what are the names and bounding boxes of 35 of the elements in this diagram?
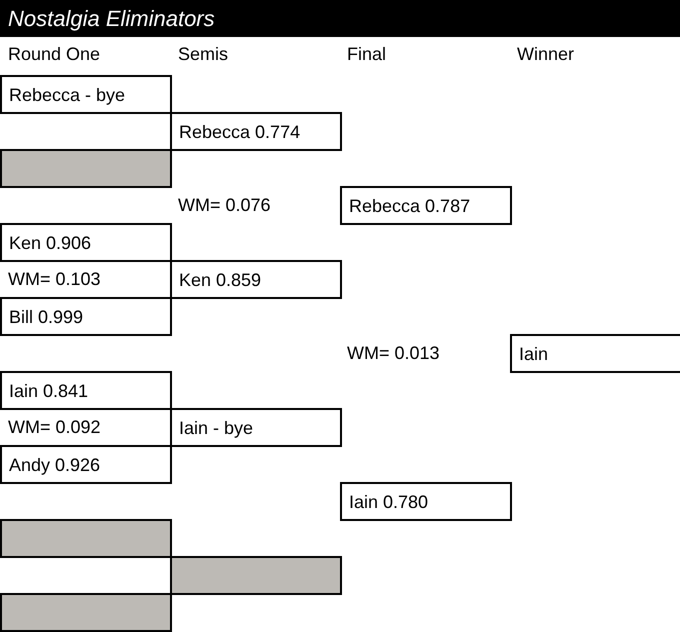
competitor-result: Ken 0.859 bbox=[179, 270, 262, 291]
competitor-result: Iain bbox=[519, 344, 548, 365]
column-header: Final bbox=[347, 44, 386, 65]
bracket-box bbox=[170, 260, 342, 299]
margin-value: WM= 0.076 bbox=[178, 195, 271, 216]
margin-value: WM= 0.013 bbox=[347, 343, 440, 364]
competitor-result: Iain 0.780 bbox=[349, 492, 428, 513]
bracket-box bbox=[510, 334, 680, 373]
bracket-box bbox=[170, 112, 342, 151]
margin-value: WM= 0.103 bbox=[8, 269, 101, 290]
competitor-result: Iain - bye bbox=[179, 418, 254, 439]
bracket-box bbox=[0, 445, 172, 484]
bracket-box bbox=[0, 297, 172, 336]
competitor-result: Iain 0.841 bbox=[9, 381, 88, 402]
bracket-box bbox=[0, 223, 172, 262]
competitor-result: Rebecca 0.774 bbox=[179, 122, 300, 143]
empty-box bbox=[0, 593, 172, 632]
empty-box bbox=[0, 519, 172, 558]
empty-box bbox=[170, 556, 342, 595]
competitor-result: Ken 0.906 bbox=[9, 233, 92, 254]
competitor-result: Andy 0.926 bbox=[9, 455, 100, 476]
competitor-result: Bill 0.999 bbox=[9, 307, 84, 328]
empty-box bbox=[0, 149, 172, 188]
bracket-box bbox=[0, 75, 172, 114]
bracket-box bbox=[340, 186, 512, 225]
bracket-box bbox=[340, 482, 512, 521]
competitor-result: Rebecca - bye bbox=[9, 85, 126, 106]
bracket-box bbox=[0, 371, 172, 410]
column-header: Winner bbox=[517, 44, 574, 65]
margin-value: WM= 0.092 bbox=[8, 417, 101, 438]
title: Nostalgia Eliminators bbox=[8, 6, 215, 32]
bracket-box bbox=[170, 408, 342, 447]
column-header: Semis bbox=[178, 44, 228, 65]
competitor-result: Rebecca 0.787 bbox=[349, 196, 470, 217]
column-header: Round One bbox=[8, 44, 100, 65]
